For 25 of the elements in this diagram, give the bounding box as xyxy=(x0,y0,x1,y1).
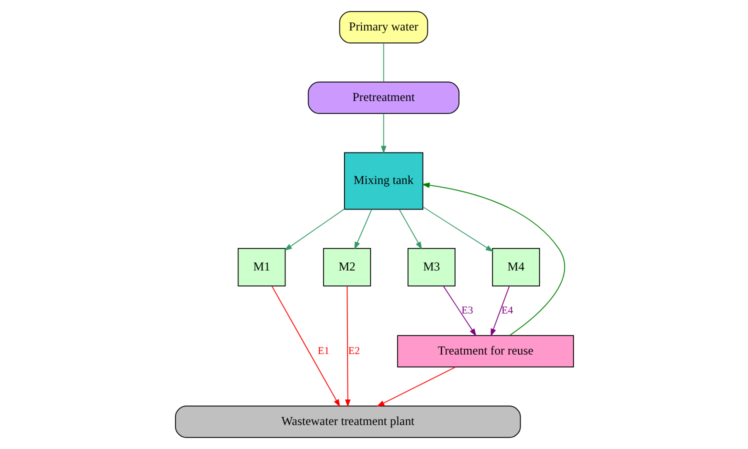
arrow xyxy=(271,286,340,408)
arrow xyxy=(421,182,564,336)
arrow xyxy=(422,206,493,252)
edge-label: E2 xyxy=(348,346,360,357)
arrow xyxy=(376,366,456,407)
node-box: Mixing tank xyxy=(344,152,423,210)
arrow xyxy=(354,209,372,250)
arrow xyxy=(380,113,386,154)
node-box: Wastewater treatment plant xyxy=(174,406,520,438)
node-box: M1 xyxy=(237,248,286,286)
arrow xyxy=(442,285,476,336)
arrow xyxy=(284,208,344,251)
node-box: M2 xyxy=(322,248,371,286)
node-box: Pretreatment xyxy=(307,82,459,114)
node-box: M3 xyxy=(407,248,455,286)
edge-label: E4 xyxy=(501,305,513,316)
node-box: Primary water xyxy=(338,11,428,44)
arrow xyxy=(490,285,510,337)
node-box: Treatment for reuse xyxy=(396,335,574,368)
arrow xyxy=(344,286,350,408)
connector xyxy=(382,42,384,82)
arrow xyxy=(398,209,422,250)
edge-label: E1 xyxy=(317,346,329,357)
edge-label: E3 xyxy=(460,305,473,316)
node-box: M4 xyxy=(492,248,540,286)
